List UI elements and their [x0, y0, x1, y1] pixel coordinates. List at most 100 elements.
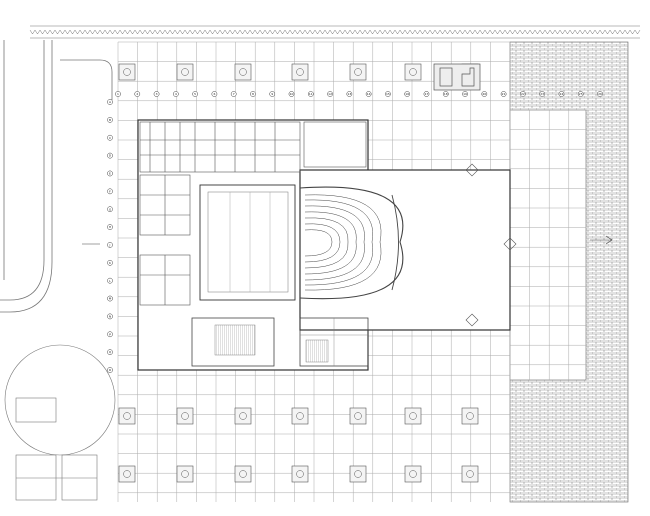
tree-symbol — [181, 412, 189, 420]
axis-label: A — [109, 100, 112, 104]
planter — [176, 63, 194, 81]
tree-symbol — [296, 412, 304, 420]
axis-label: 19 — [463, 92, 467, 96]
axis-label: R — [109, 368, 111, 372]
planter — [349, 63, 367, 81]
planter — [176, 407, 194, 425]
axis-label: 24 — [560, 92, 564, 96]
axis-label: 6 — [213, 92, 215, 96]
axis-label: 14 — [367, 92, 371, 96]
tree-symbol — [239, 412, 247, 420]
axis-bubble — [481, 91, 488, 97]
axis-label: 8 — [252, 92, 254, 96]
axis-label: 5 — [194, 92, 196, 96]
axis-bubble — [520, 91, 526, 97]
tree-symbol — [123, 470, 131, 478]
tree-symbol — [354, 68, 362, 76]
axis-bubble — [192, 91, 198, 97]
axis-bubble — [539, 91, 546, 97]
column-markers — [465, 163, 517, 327]
axis-bubble — [346, 91, 353, 97]
axis-bubble — [577, 91, 584, 97]
axis-bubble — [172, 91, 179, 97]
axis-bubble — [442, 91, 449, 97]
tree-symbol — [296, 470, 304, 478]
rehearsal-hall — [191, 317, 369, 367]
planters-bottom-rows — [118, 407, 479, 483]
axis-label: 4 — [175, 92, 177, 96]
axis-label: 25 — [579, 92, 583, 96]
axis-label: L — [109, 279, 111, 283]
axis-bubble — [597, 91, 603, 97]
axis-bubble — [423, 91, 430, 97]
tree-symbol — [354, 412, 362, 420]
tree-symbol — [123, 68, 131, 76]
axis-bubble — [107, 224, 113, 230]
axis-bubble — [107, 313, 113, 320]
axis-bubble — [107, 367, 113, 373]
axis-bubble — [500, 91, 507, 97]
tree-symbol — [409, 470, 417, 478]
axis-label: 15 — [386, 92, 390, 96]
back-of-house-rooms — [139, 121, 367, 306]
axis-bubble — [107, 242, 113, 248]
axis-label: 13 — [347, 92, 351, 96]
top-edge-hatching — [29, 25, 641, 39]
tree-symbol — [296, 68, 304, 76]
axis-bubble — [107, 277, 113, 284]
planter — [291, 465, 309, 483]
axis-bubble — [558, 91, 565, 97]
axis-bubble — [365, 91, 372, 97]
planter — [404, 465, 422, 483]
axis-label: F — [109, 189, 111, 193]
axis-bubble — [107, 349, 113, 355]
axis-label: 11 — [309, 92, 313, 96]
axis-label: 1 — [117, 92, 119, 96]
axis-label: 18 — [444, 92, 448, 96]
axis-bubble — [269, 91, 276, 97]
planter — [349, 407, 367, 425]
axis-label: P — [109, 332, 111, 336]
axis-bubble — [107, 188, 113, 195]
axis-bubble — [288, 91, 295, 97]
axis-label: 26 — [598, 92, 602, 96]
axis-bubble — [107, 117, 113, 123]
axis-bubble — [107, 259, 113, 266]
planter — [404, 407, 422, 425]
axis-bubble — [153, 91, 160, 97]
axis-bubble — [107, 295, 113, 302]
planter — [234, 407, 252, 425]
planter — [291, 407, 309, 425]
tree-symbol — [123, 412, 131, 420]
axis-bubble — [107, 206, 113, 213]
axis-label: 20 — [482, 92, 486, 96]
planter — [404, 63, 422, 81]
axis-label: 3 — [156, 92, 158, 96]
axis-label: 22 — [521, 92, 525, 96]
tree-symbol — [239, 470, 247, 478]
axis-label: Q — [109, 350, 112, 354]
axis-bubble — [385, 91, 391, 97]
planter — [349, 465, 367, 483]
tree-symbol — [409, 68, 417, 76]
axis-bubble — [134, 91, 141, 97]
entrance-sign — [433, 63, 481, 91]
planter — [118, 63, 136, 81]
plaza-cutout — [509, 109, 587, 381]
axis-label: H — [109, 225, 111, 229]
entry-arrow — [82, 235, 613, 245]
axis-bubble — [462, 91, 468, 97]
auditorium-seating — [299, 186, 404, 300]
axis-label: J — [109, 243, 111, 247]
planters-top-row — [118, 63, 479, 81]
planter — [291, 63, 309, 81]
axis-label: K — [109, 261, 112, 265]
tree-symbol — [181, 68, 189, 76]
axis-label: D — [109, 154, 112, 158]
tree-symbol — [466, 470, 474, 478]
planter — [234, 465, 252, 483]
axis-label: N — [109, 315, 111, 319]
axis-label: 16 — [405, 92, 409, 96]
